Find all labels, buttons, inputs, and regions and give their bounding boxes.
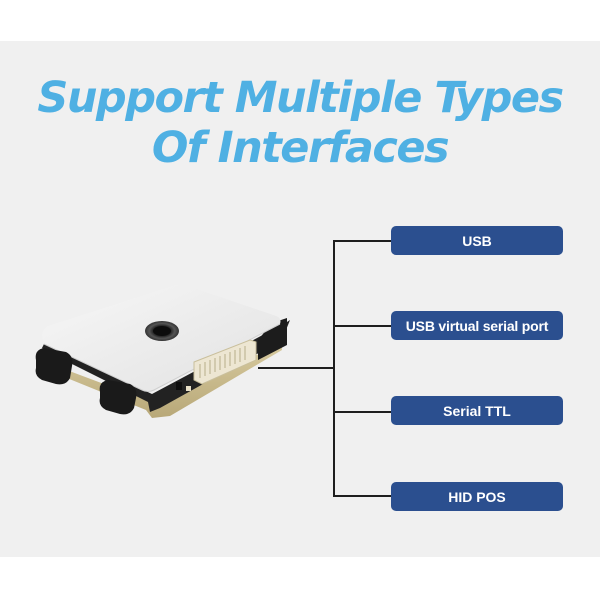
headline-line-1: Support Multiple Types [37,73,564,123]
interface-label-hid-pos: HID POS [391,482,563,511]
interface-label-usb: USB [391,226,563,255]
connector-branch-usb-virtual-serial [333,325,391,327]
connector-branch-usb [333,240,391,242]
interface-label-serial-ttl: Serial TTL [391,396,563,425]
headline-line-2: Of Interfaces [151,123,450,173]
connector-line-trunk [333,240,335,497]
interface-label-usb-virtual-serial-port: USB virtual serial port [391,311,563,340]
connector-branch-hid-pos [333,495,391,497]
connector-line-device [258,367,335,369]
connector-branch-serial-ttl [333,411,391,413]
